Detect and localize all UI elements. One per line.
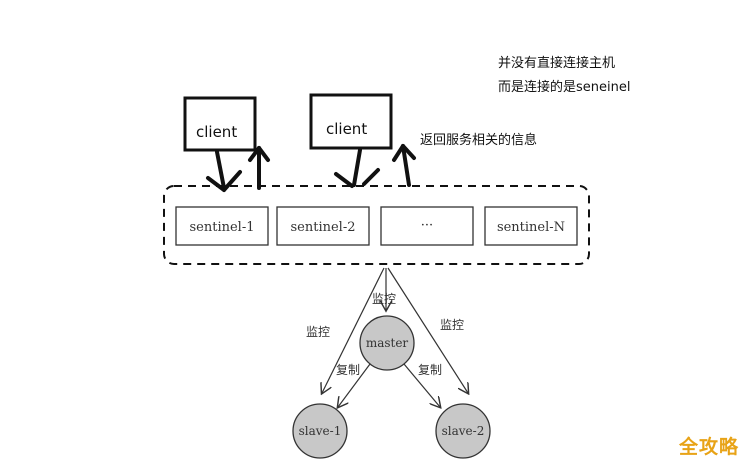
monitor-right-label: 监控 [440,318,464,332]
note-connects-sentinel: 而是连接的是seneinel [498,80,631,95]
sentinel-1-box: sentinel-1 [175,206,269,246]
replicate-left-label: 复制 [336,363,360,377]
sentinel-2-label: sentinel-2 [290,220,355,235]
master-node: master [359,315,415,371]
client-2-label: client [326,120,367,138]
master-label: master [366,336,409,350]
note-return-info: 返回服务相关的信息 [420,133,538,148]
replicate-right-label: 复制 [418,363,442,377]
monitor-center-label: 监控 [372,292,396,306]
slave-1-label: slave-1 [299,424,342,438]
replicate-arrows [338,363,440,407]
watermark-logo: 全攻略 [678,436,739,458]
sentinel-n-box: sentinel-N [484,206,578,246]
monitor-arrows [322,267,468,393]
client-1-up-arrow [248,146,270,190]
client-2-down-arrow [334,148,380,188]
replicate-slave2-line [403,363,440,407]
monitor-left-label: 监控 [306,325,330,339]
client-1-down-arrow [206,150,242,192]
sentinel-cluster-border [163,185,590,265]
sentinel-2-box: sentinel-2 [276,206,370,246]
sentinel-ellipsis-label: ··· [421,218,433,233]
monitor-slave1-line [322,267,385,393]
sentinel-n-label: sentinel-N [497,220,565,235]
sentinel-1-label: sentinel-1 [189,220,254,235]
client-2-up-arrow [392,144,416,187]
client-1-box: client [183,96,257,152]
client-2-box: client [309,93,393,150]
replicate-slave1-line [338,363,371,407]
note-no-direct-connection: 并没有直接连接主机 [498,56,616,71]
monitor-slave2-line [387,267,468,393]
slave-1-node: slave-1 [292,403,348,459]
sentinel-ellipsis-box: ··· [380,206,474,246]
slave-2-node: slave-2 [435,403,491,459]
slave-2-label: slave-2 [442,424,485,438]
client-1-label: client [196,123,237,141]
